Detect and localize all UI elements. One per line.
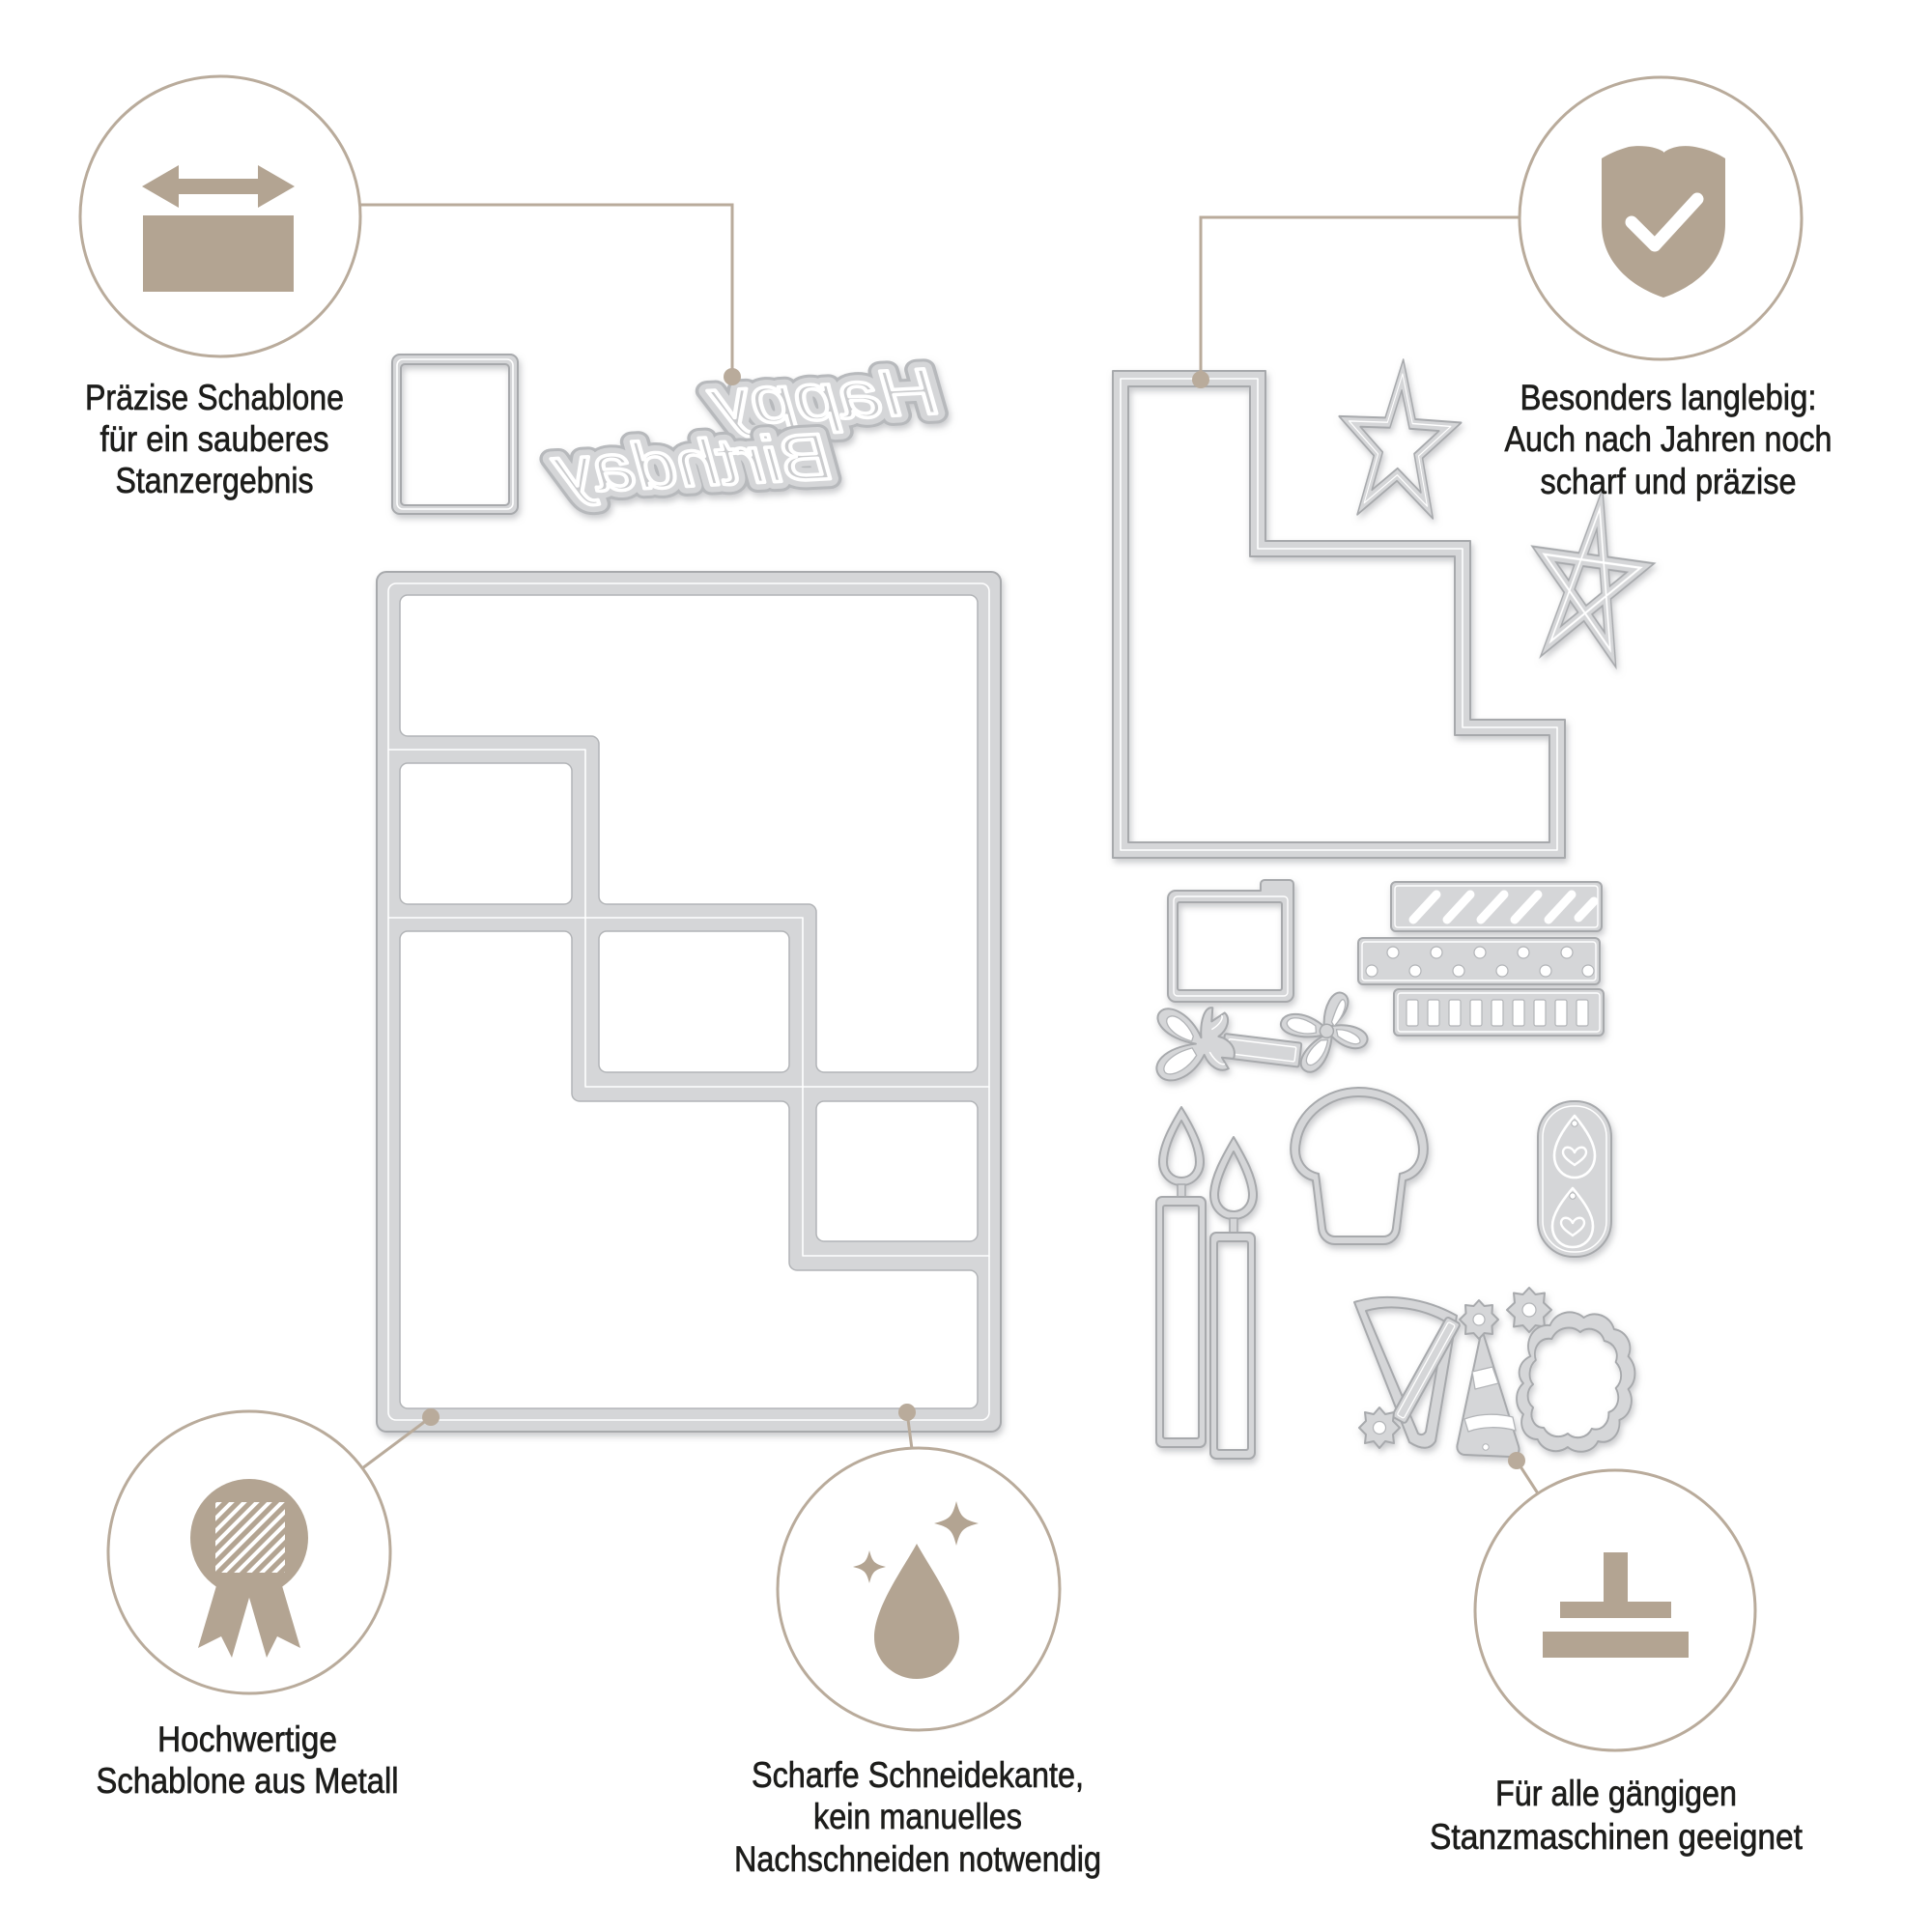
svg-text:Schablone aus Metall: Schablone aus Metall xyxy=(97,1761,399,1801)
svg-text:Nachschneiden notwendig: Nachschneiden notwendig xyxy=(734,1839,1101,1879)
svg-text:Für alle gängigen: Für alle gängigen xyxy=(1495,1774,1737,1813)
svg-text:scharf und präzise: scharf und präzise xyxy=(1541,462,1797,501)
svg-text:für ein sauberes: für ein sauberes xyxy=(100,419,329,459)
svg-text:Happy: Happy xyxy=(705,355,939,440)
svg-text:kein manuelles: kein manuelles xyxy=(813,1797,1022,1836)
svg-text:Stanzergebnis: Stanzergebnis xyxy=(116,461,314,500)
svg-text:Besonders langlebig:: Besonders langlebig: xyxy=(1520,378,1817,417)
svg-text:Scharfe Schneidekante,: Scharfe Schneidekante, xyxy=(752,1755,1084,1795)
svg-text:Auch nach Jahren noch: Auch nach Jahren noch xyxy=(1505,419,1833,459)
svg-text:Hochwertige: Hochwertige xyxy=(157,1719,337,1759)
svg-text:Stanzmaschinen geeignet: Stanzmaschinen geeignet xyxy=(1430,1817,1804,1857)
svg-text:Präzise Schablone: Präzise Schablone xyxy=(85,378,344,417)
svg-text:Birthday: Birthday xyxy=(549,420,833,508)
